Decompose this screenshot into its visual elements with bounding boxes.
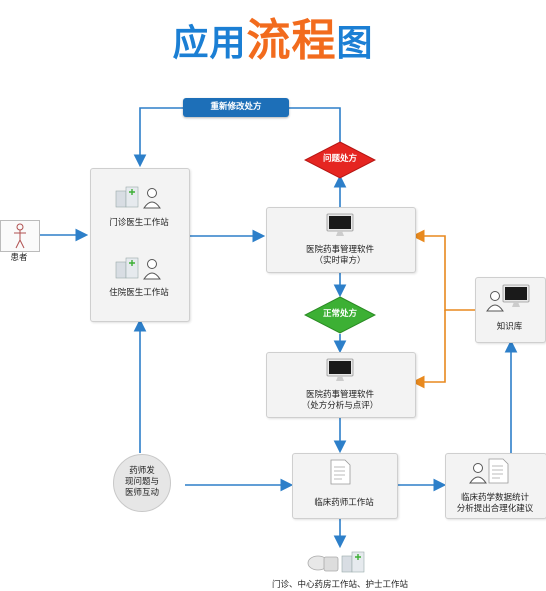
patient-icon — [14, 223, 26, 249]
problem-prescription-label: 问题处方 — [322, 154, 357, 164]
statistics-label-1: 临床药学数据统计 — [460, 493, 529, 503]
doctor-workstations-box — [90, 168, 190, 322]
normal-prescription-diamond — [304, 296, 376, 334]
computer-icon — [502, 284, 530, 307]
patient-label: 患者 — [10, 253, 28, 263]
doctor-person-icon — [143, 259, 161, 280]
title-part-3: 图 — [336, 23, 374, 64]
computer-icon — [326, 358, 354, 381]
hospital-icon — [341, 551, 365, 573]
pharmacist-circle-label-3: 医师互动 — [124, 488, 159, 498]
banner-label: 重新修改处方 — [210, 102, 262, 112]
hospital-icon — [115, 186, 139, 208]
report-document-icon — [488, 458, 509, 484]
patient-box — [0, 220, 40, 252]
modify-prescription-banner: 重新修改处方 — [183, 98, 289, 117]
realtime-software-label-1: 医院药事管理软件 — [305, 245, 374, 255]
knowledge-base-label: 知识库 — [496, 322, 523, 332]
title-part-1: 应用 — [172, 23, 247, 64]
page-title: 应用流程图 — [0, 4, 546, 68]
computer-icon — [326, 213, 354, 236]
inpatient-label: 住院医生工作站 — [109, 288, 169, 298]
knowledge-user-icon — [486, 291, 504, 312]
pharmacist-interaction-circle — [113, 454, 171, 512]
statistics-label-2: 分析提出合理化建议 — [456, 504, 534, 514]
arrow-knowledge-to-realtime — [411, 229, 475, 311]
analysis-software-label-1: 医院药事管理软件 — [305, 390, 374, 400]
arrow-knowledge-to-analysis — [411, 310, 446, 389]
realtime-software-label-2: （实时审方） — [314, 256, 366, 266]
problem-prescription-diamond — [304, 141, 376, 179]
document-icon — [330, 459, 351, 485]
normal-prescription-label: 正常处方 — [322, 309, 357, 319]
analyst-user-icon — [469, 463, 487, 484]
outpatient-label: 门诊医生工作站 — [109, 218, 169, 228]
analysis-software-label-2: （处方分析与点评） — [301, 401, 379, 411]
pharmacist-workstation-label: 临床药师工作站 — [314, 498, 374, 508]
pill-bottle-icon — [307, 555, 339, 572]
pharmacist-circle-label-2: 现问题与 — [124, 477, 159, 487]
title-part-2: 流程 — [246, 15, 337, 66]
doctor-person-icon — [143, 188, 161, 209]
pharmacist-circle-label-1: 药师发 — [129, 466, 155, 476]
hospital-icon — [115, 257, 139, 279]
bottom-workstations-label: 门诊、中心药房工作站、护士工作站 — [271, 580, 408, 590]
